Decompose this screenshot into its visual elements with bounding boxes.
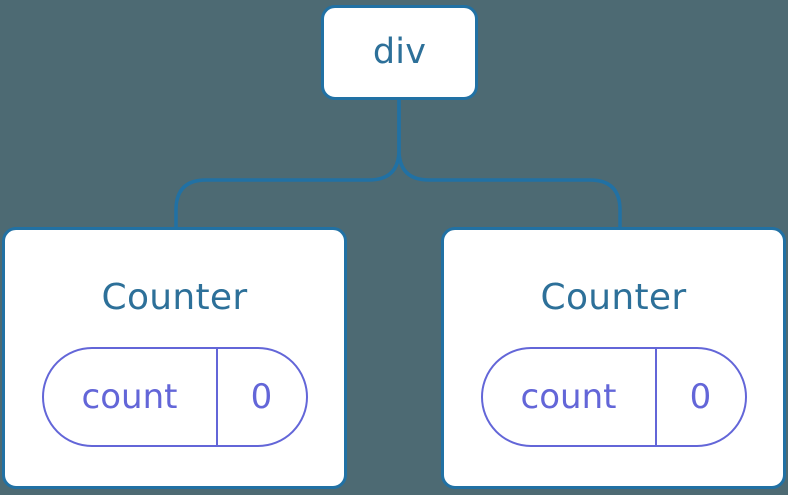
state-key-left: count — [44, 349, 218, 445]
node-counter-right[interactable]: Counter count 0 — [441, 227, 786, 489]
edge-div-to-counter-left — [174, 98, 401, 230]
state-pill-right: count 0 — [480, 347, 747, 447]
node-counter-left[interactable]: Counter count 0 — [2, 227, 347, 489]
node-counter-right-label: Counter — [540, 277, 687, 318]
state-pill-left: count 0 — [41, 347, 308, 447]
state-value-right: 0 — [689, 377, 712, 417]
state-value-left: 0 — [250, 377, 273, 417]
state-key-right: count — [483, 349, 657, 445]
node-counter-left-label: Counter — [101, 277, 248, 318]
node-div-label: div — [372, 32, 427, 72]
edge-div-to-counter-right — [397, 98, 622, 230]
node-div[interactable]: div — [321, 5, 478, 100]
